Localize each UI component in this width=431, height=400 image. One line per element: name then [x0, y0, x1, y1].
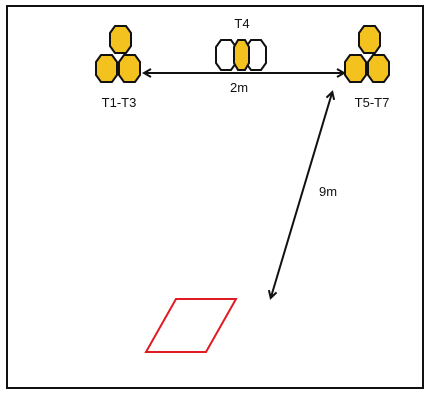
- target-t4: [233, 39, 250, 71]
- target-t7: [367, 54, 390, 83]
- target-t5: [358, 25, 381, 54]
- label-distance-diagonal: 9m: [319, 184, 337, 199]
- target-group-right: [344, 25, 390, 83]
- label-group-left: T1-T3: [102, 95, 137, 110]
- target-t6: [344, 54, 367, 83]
- target-t3: [118, 54, 141, 83]
- target-group-middle: [215, 39, 267, 71]
- distance-arrow-diagonal: [271, 93, 332, 297]
- target-t2: [95, 54, 118, 83]
- label-group-middle: T4: [234, 16, 249, 31]
- shooting-zone: [144, 298, 238, 353]
- target-group-left: [95, 25, 141, 83]
- field-boundary: [6, 5, 424, 389]
- target-t1: [109, 25, 132, 54]
- label-group-right: T5-T7: [355, 95, 390, 110]
- label-distance-horizontal: 2m: [230, 80, 248, 95]
